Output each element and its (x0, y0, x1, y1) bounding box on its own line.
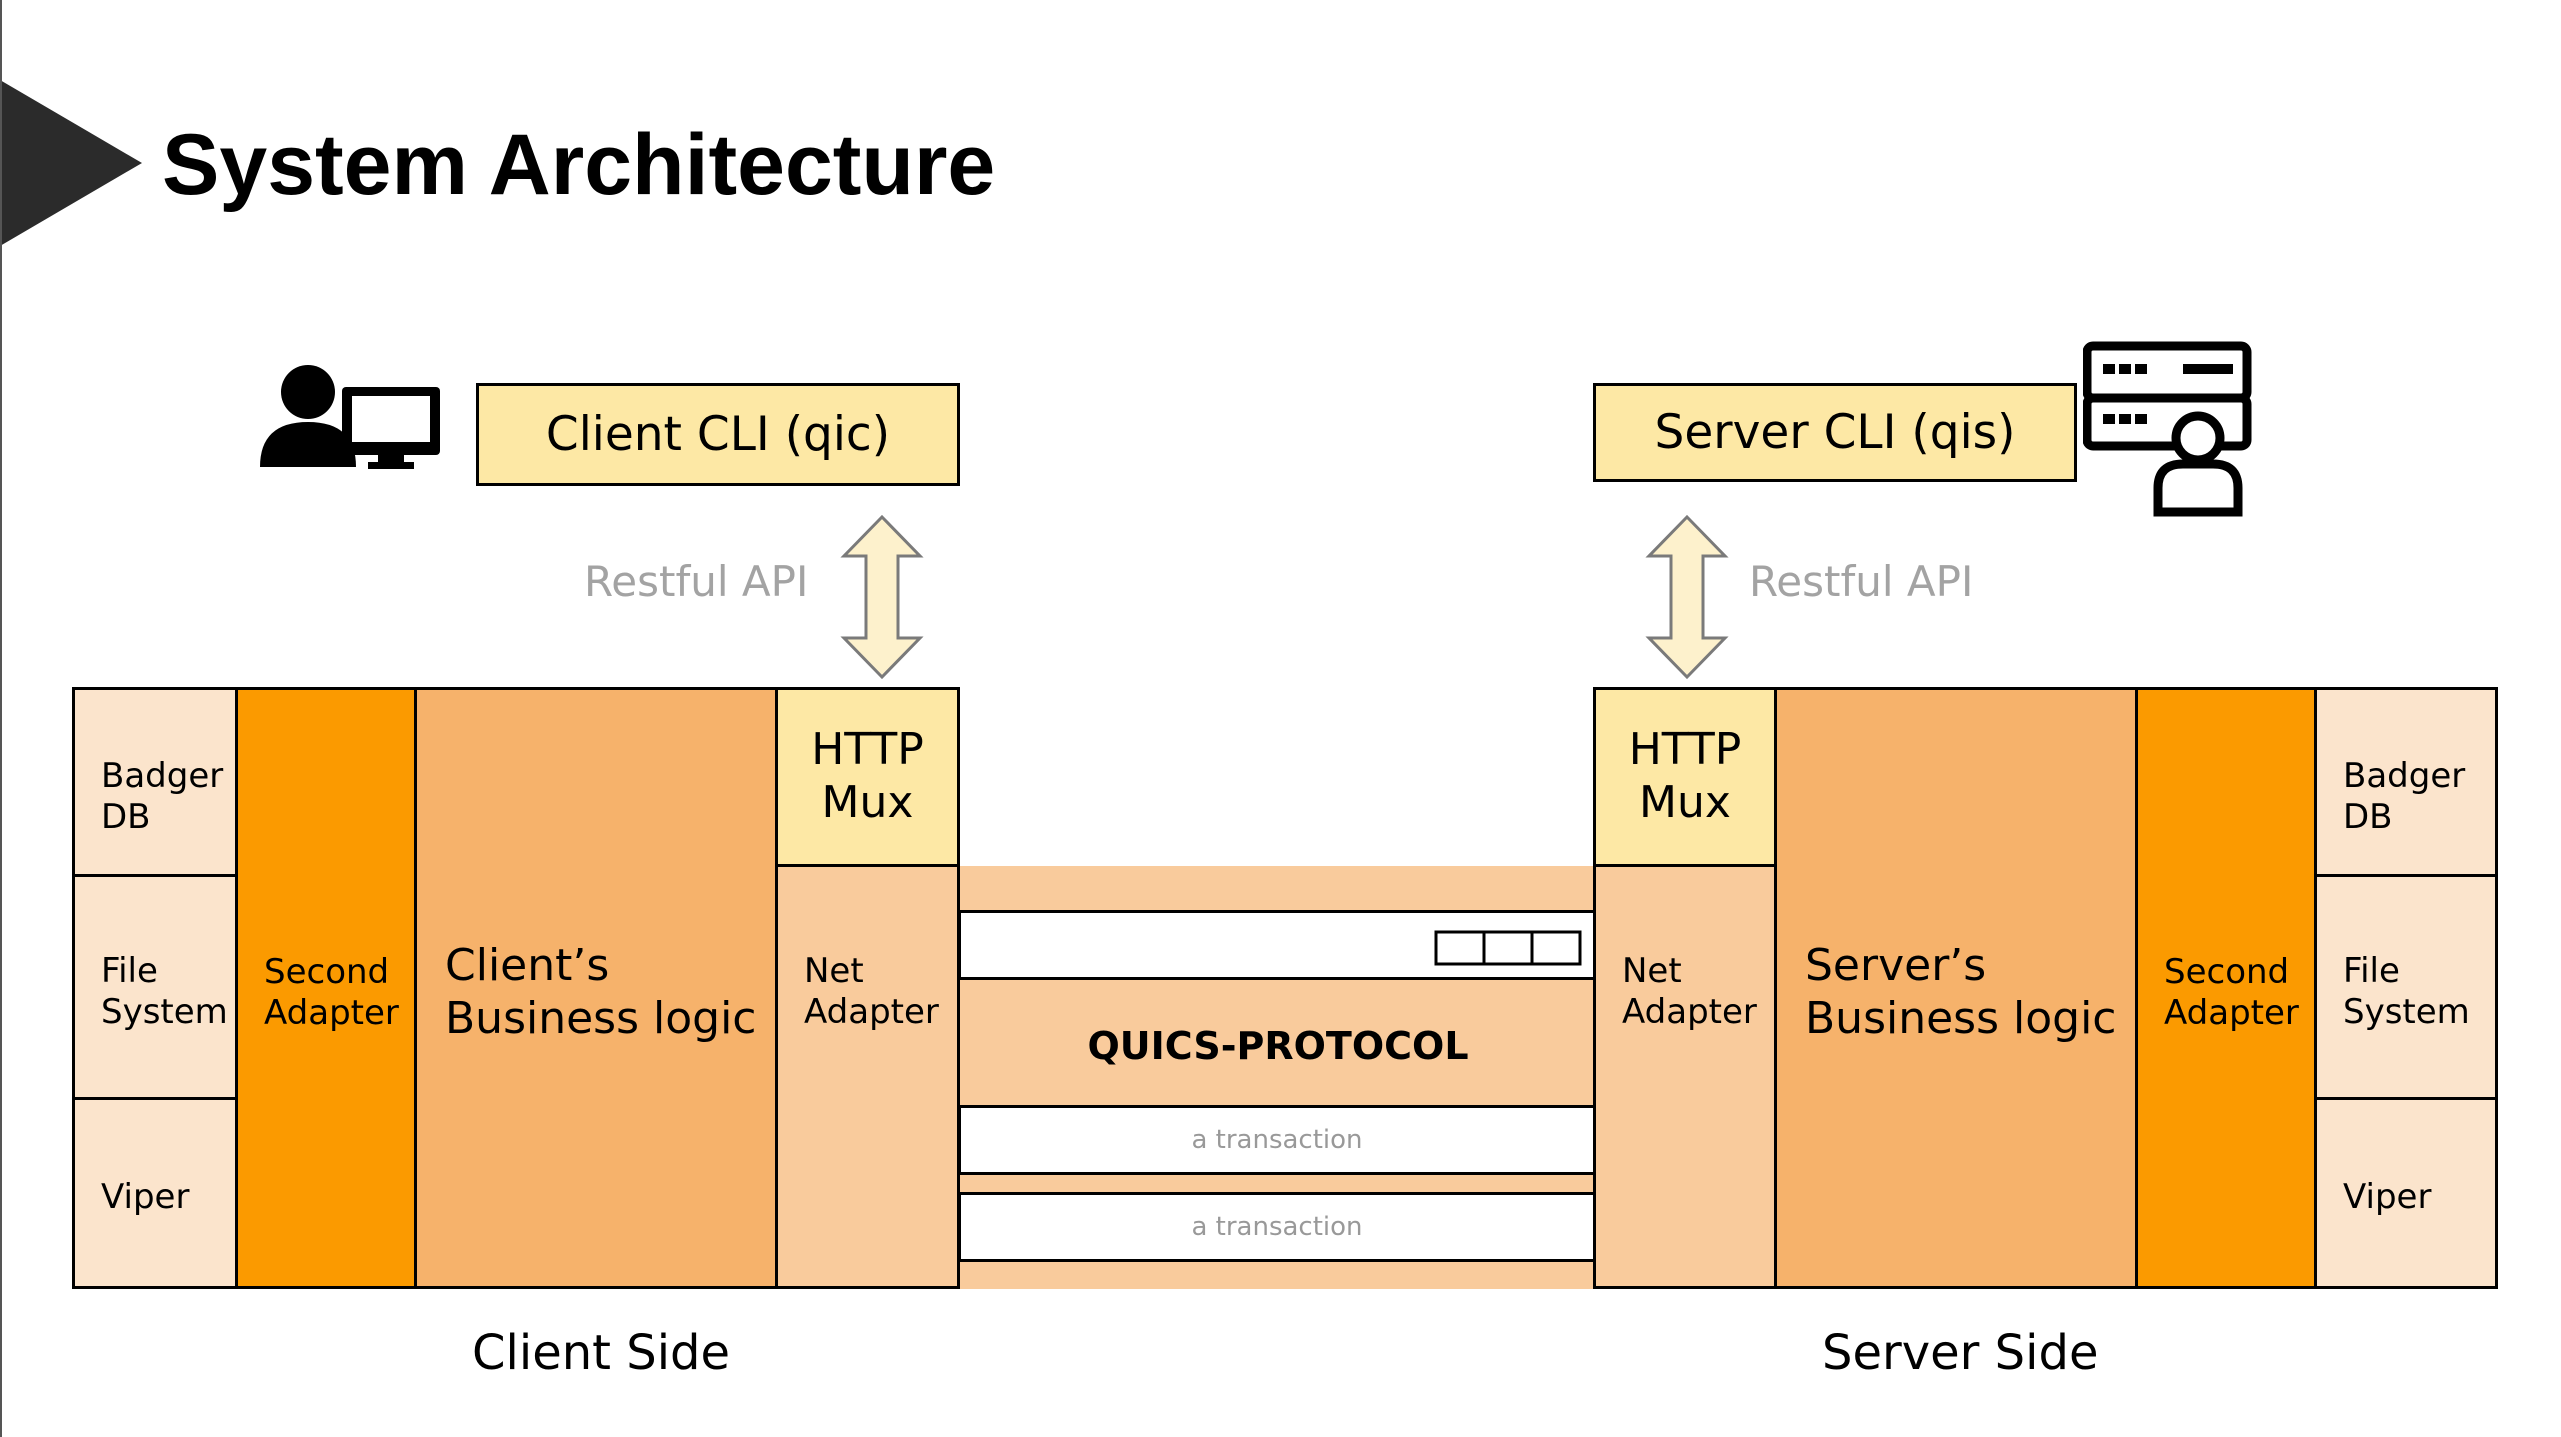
server-side-label: Server Side (1822, 1325, 2099, 1381)
server-badger-db: Badger DB (2314, 687, 2498, 877)
user-computer-icon (260, 365, 440, 469)
server-net-adapter: Net Adapter (1593, 864, 1777, 1289)
protocol-frame-bar (958, 910, 1596, 980)
server-file-system: File System (2314, 874, 2498, 1100)
client-viper: Viper (72, 1097, 238, 1289)
client-business-logic: Client’s Business logic (414, 687, 778, 1289)
client-file-system: File System (72, 874, 238, 1100)
client-second-adapter: Second Adapter (235, 687, 417, 1289)
client-side-label: Client Side (472, 1325, 731, 1381)
server-business-logic: Server’s Business logic (1774, 687, 2138, 1289)
page-title: System Architecture (162, 117, 996, 213)
server-cli-box: Server CLI (qis) (1593, 383, 2077, 482)
server-restful-api-label: Restful API (1749, 557, 1974, 606)
client-cli-box: Client CLI (qic) (476, 383, 960, 486)
client-double-arrow-icon (840, 514, 924, 680)
title-arrow-icon (0, 80, 142, 246)
slide-edge (0, 0, 2, 1437)
server-second-adapter: Second Adapter (2135, 687, 2317, 1289)
transaction-bar: a transaction (958, 1192, 1596, 1262)
server-double-arrow-icon (1645, 514, 1729, 680)
client-badger-db: Badger DB (72, 687, 238, 877)
client-net-adapter: Net Adapter (775, 864, 960, 1289)
server-user-icon (2083, 341, 2252, 517)
transaction-bar: a transaction (958, 1105, 1596, 1175)
protocol-name: QUICS-PROTOCOL (1087, 1024, 1469, 1068)
client-restful-api-label: Restful API (584, 557, 809, 606)
server-http-mux: HTTP Mux (1593, 687, 1777, 867)
client-http-mux: HTTP Mux (775, 687, 960, 867)
packet-slots-icon (1434, 930, 1582, 966)
server-viper: Viper (2314, 1097, 2498, 1289)
